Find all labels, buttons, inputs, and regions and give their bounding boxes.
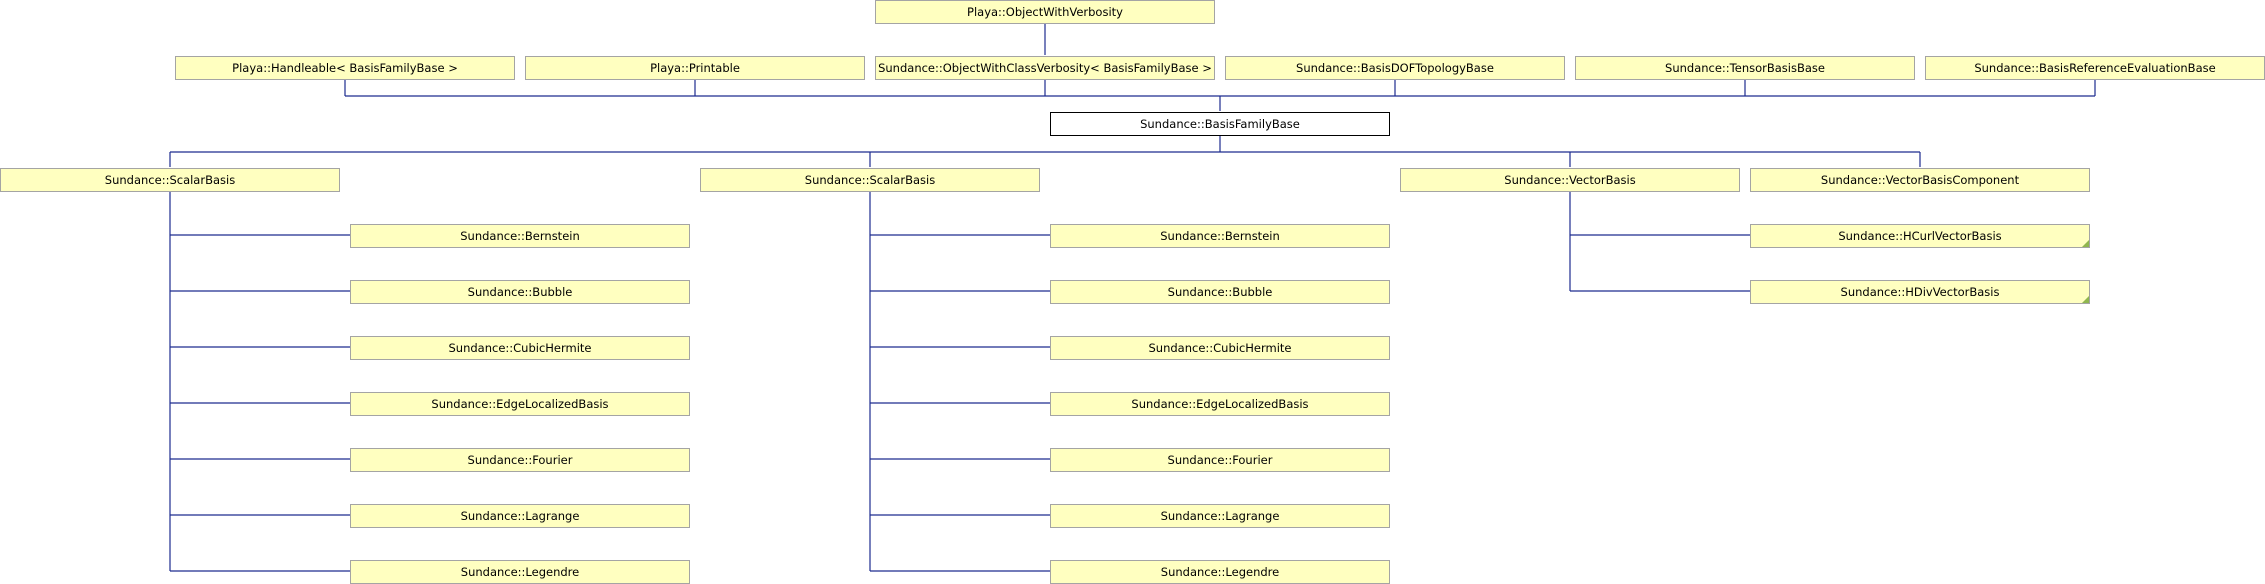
node-object-with-class-verbosity[interactable]: Sundance::ObjectWithClassVerbosity< Basi… — [875, 56, 1215, 80]
node-object-with-verbosity[interactable]: Playa::ObjectWithVerbosity — [875, 0, 1215, 24]
node-lagrange-left[interactable]: Sundance::Lagrange — [350, 504, 690, 528]
node-bernstein-middle[interactable]: Sundance::Bernstein — [1050, 224, 1390, 248]
node-fourier-left[interactable]: Sundance::Fourier — [350, 448, 690, 472]
node-lagrange-middle[interactable]: Sundance::Lagrange — [1050, 504, 1390, 528]
node-legendre-left[interactable]: Sundance::Legendre — [350, 560, 690, 584]
node-scalar-basis-left[interactable]: Sundance::ScalarBasis — [0, 168, 340, 192]
node-bubble-left[interactable]: Sundance::Bubble — [350, 280, 690, 304]
node-edge-localized-basis-left[interactable]: Sundance::EdgeLocalizedBasis — [350, 392, 690, 416]
node-basis-reference-evaluation-base[interactable]: Sundance::BasisReferenceEvaluationBase — [1925, 56, 2265, 80]
node-legendre-middle[interactable]: Sundance::Legendre — [1050, 560, 1390, 584]
node-tensor-basis-base[interactable]: Sundance::TensorBasisBase — [1575, 56, 1915, 80]
node-fourier-middle[interactable]: Sundance::Fourier — [1050, 448, 1390, 472]
node-cubic-hermite-left[interactable]: Sundance::CubicHermite — [350, 336, 690, 360]
node-bernstein-left[interactable]: Sundance::Bernstein — [350, 224, 690, 248]
collapsed-marker-icon — [2082, 296, 2089, 303]
node-printable[interactable]: Playa::Printable — [525, 56, 865, 80]
node-basis-dof-topology-base[interactable]: Sundance::BasisDOFTopologyBase — [1225, 56, 1565, 80]
node-edge-localized-basis-middle[interactable]: Sundance::EdgeLocalizedBasis — [1050, 392, 1390, 416]
node-cubic-hermite-middle[interactable]: Sundance::CubicHermite — [1050, 336, 1390, 360]
node-scalar-basis-middle[interactable]: Sundance::ScalarBasis — [700, 168, 1040, 192]
node-handleable[interactable]: Playa::Handleable< BasisFamilyBase > — [175, 56, 515, 80]
node-hcurl-vector-basis[interactable]: Sundance::HCurlVectorBasis — [1750, 224, 2090, 248]
node-bubble-middle[interactable]: Sundance::Bubble — [1050, 280, 1390, 304]
node-hdiv-vector-basis[interactable]: Sundance::HDivVectorBasis — [1750, 280, 2090, 304]
node-hdiv-vector-basis-label: Sundance::HDivVectorBasis — [1840, 285, 2000, 299]
node-vector-basis-component[interactable]: Sundance::VectorBasisComponent — [1750, 168, 2090, 192]
node-vector-basis[interactable]: Sundance::VectorBasis — [1400, 168, 1740, 192]
collapsed-marker-icon — [2082, 240, 2089, 247]
node-basis-family-base: Sundance::BasisFamilyBase — [1050, 112, 1390, 136]
node-hcurl-vector-basis-label: Sundance::HCurlVectorBasis — [1838, 229, 2002, 243]
